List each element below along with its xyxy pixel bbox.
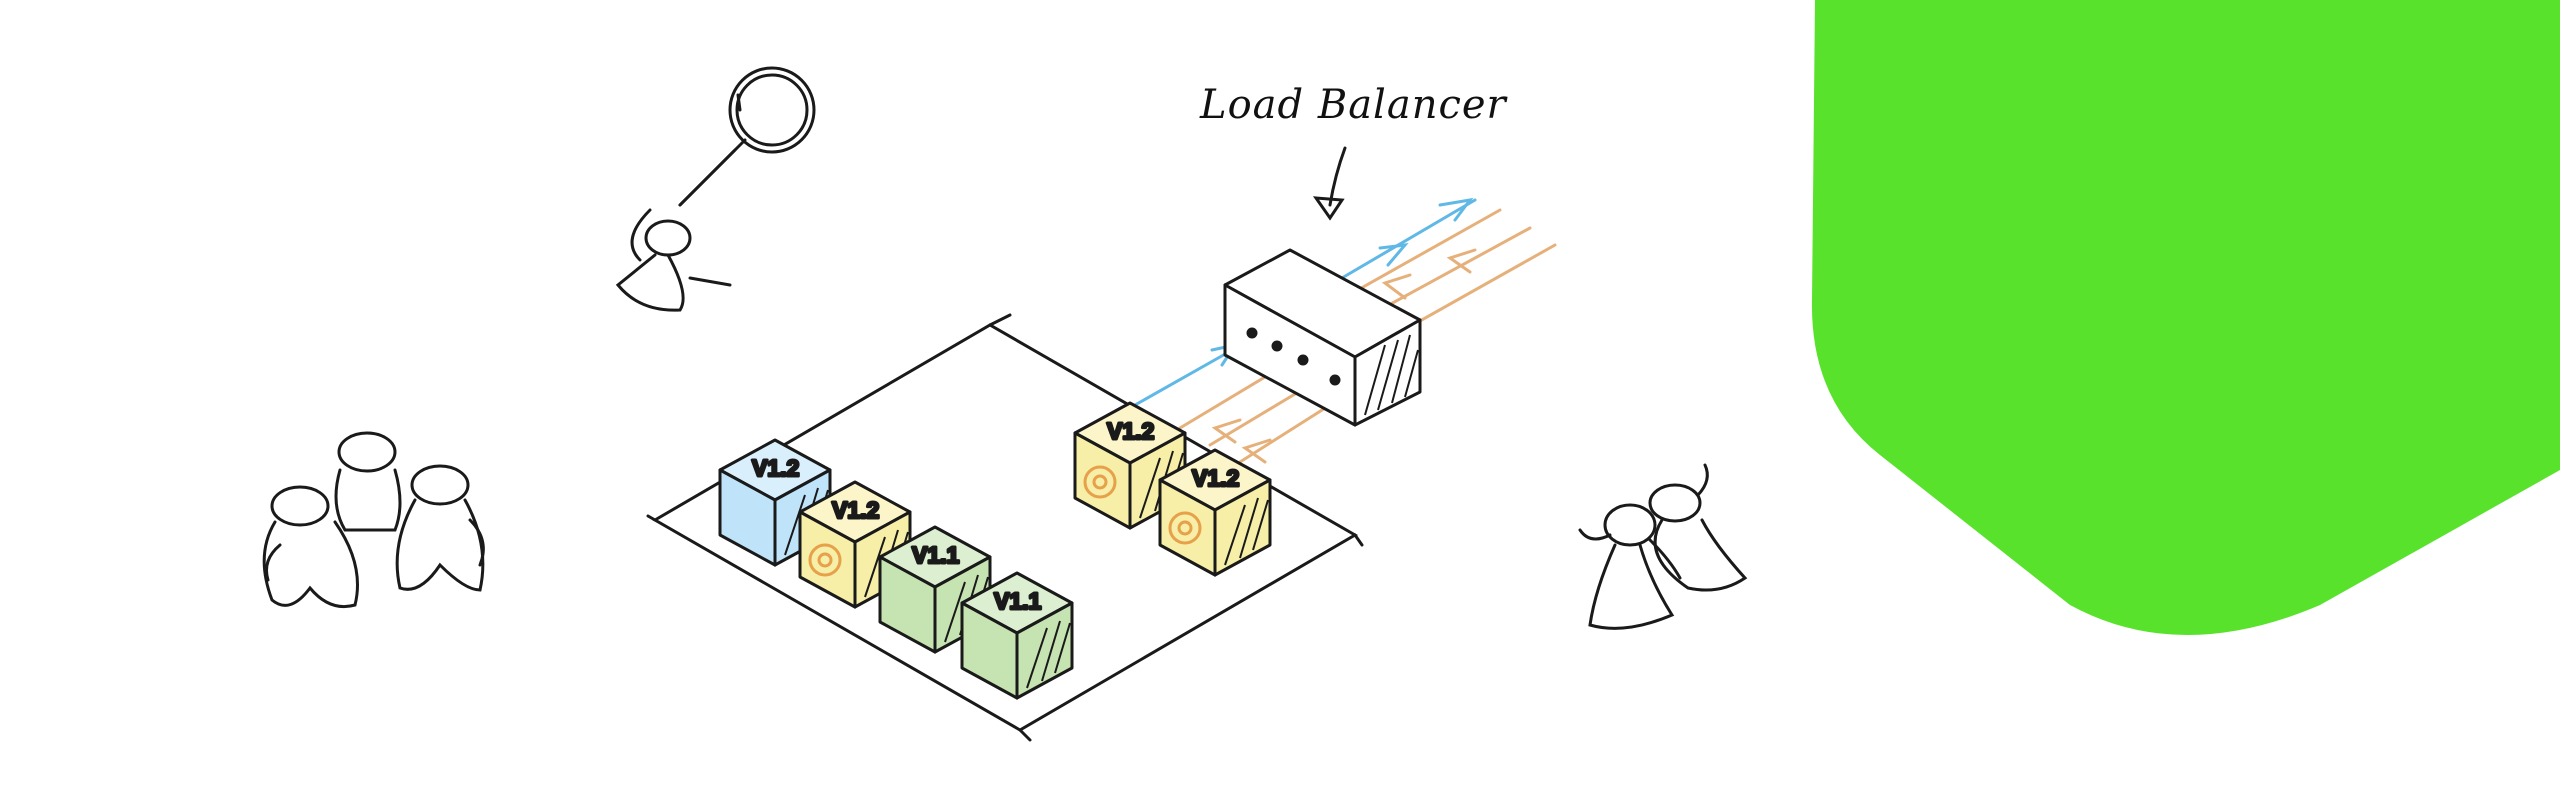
platform-plane: [646, 313, 1364, 742]
group-of-three-people-icon: [262, 431, 485, 609]
box-label: V1.2: [1192, 465, 1239, 491]
box-label: V1.1: [994, 588, 1042, 614]
version-box: V1.2: [1158, 448, 1272, 577]
box-label: V1.2: [752, 455, 799, 481]
two-people-talking-icon: [1578, 463, 1748, 630]
green-accent-shape: [1811, 0, 2560, 635]
box-label: V1.2: [832, 497, 879, 523]
box-label: V1.2: [1107, 418, 1154, 444]
traffic-lines: [1133, 197, 1557, 464]
magnifying-glass-person-icon: [615, 66, 816, 312]
version-box: V1.1: [960, 571, 1074, 700]
load-balancer-label: Load Balancer: [1200, 82, 1507, 128]
load-balancer-arrow-icon: [1312, 146, 1347, 221]
load-balancer-box: [1223, 248, 1422, 427]
box-label: V1.1: [912, 542, 960, 568]
version-box: V1.2: [1073, 401, 1187, 530]
